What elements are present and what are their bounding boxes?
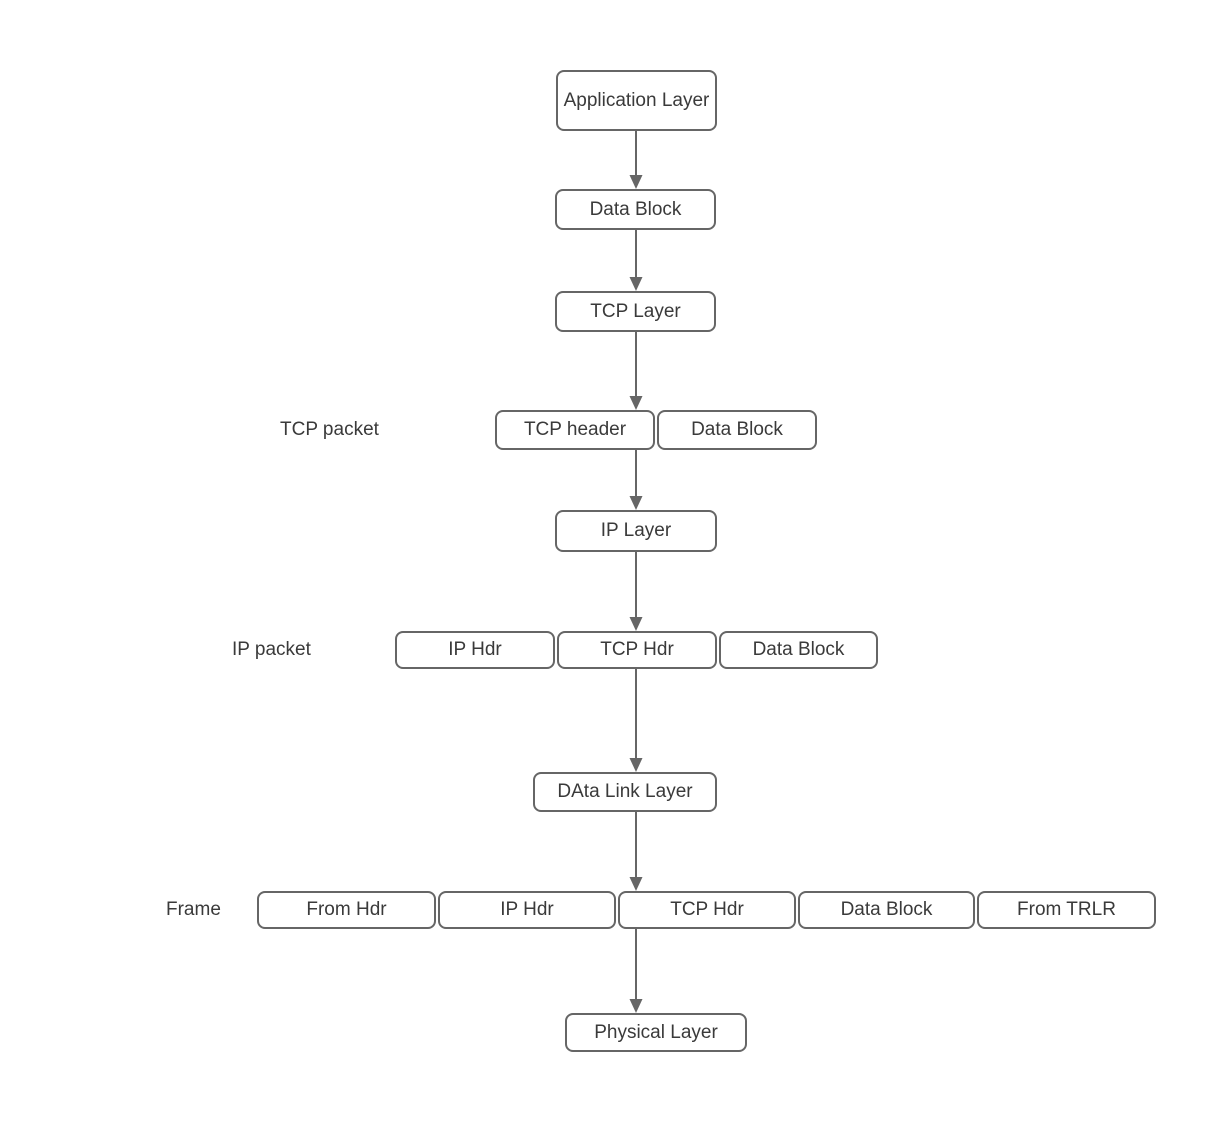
arrow-tcplayer-to-tcppacket (629, 332, 643, 410)
arrow-iplayer-to-ippacket (629, 552, 643, 631)
row-label-frame: Frame (166, 899, 221, 920)
node-ip-packet-ip-hdr: IP Hdr (395, 631, 555, 669)
node-frame-from-trlr: From TRLR (977, 891, 1156, 929)
arrow-tcppacket-to-iplayer (629, 450, 643, 510)
node-frame-tcp-hdr: TCP Hdr (618, 891, 796, 929)
row-label-ip-packet: IP packet (232, 639, 311, 660)
arrow-application-to-datablock (629, 131, 643, 189)
node-frame-from-hdr: From Hdr (257, 891, 436, 929)
arrow-ippacket-to-datalink (629, 669, 643, 772)
node-ip-packet-tcp-hdr: TCP Hdr (557, 631, 717, 669)
arrow-datalink-to-frame (629, 812, 643, 891)
node-data-block: Data Block (555, 189, 716, 230)
node-ip-packet-data-block: Data Block (719, 631, 878, 669)
node-tcp-header: TCP header (495, 410, 655, 450)
arrow-datablock-to-tcplayer (629, 230, 643, 291)
node-data-link-layer: DAta Link Layer (533, 772, 717, 812)
node-frame-data-block: Data Block (798, 891, 975, 929)
row-label-tcp-packet: TCP packet (280, 419, 379, 440)
node-application-layer: Application Layer (556, 70, 717, 131)
node-tcp-layer: TCP Layer (555, 291, 716, 332)
arrow-frame-to-physical (629, 929, 643, 1013)
node-ip-layer: IP Layer (555, 510, 717, 552)
node-physical-layer: Physical Layer (565, 1013, 747, 1052)
node-tcp-packet-data-block: Data Block (657, 410, 817, 450)
node-frame-ip-hdr: IP Hdr (438, 891, 616, 929)
